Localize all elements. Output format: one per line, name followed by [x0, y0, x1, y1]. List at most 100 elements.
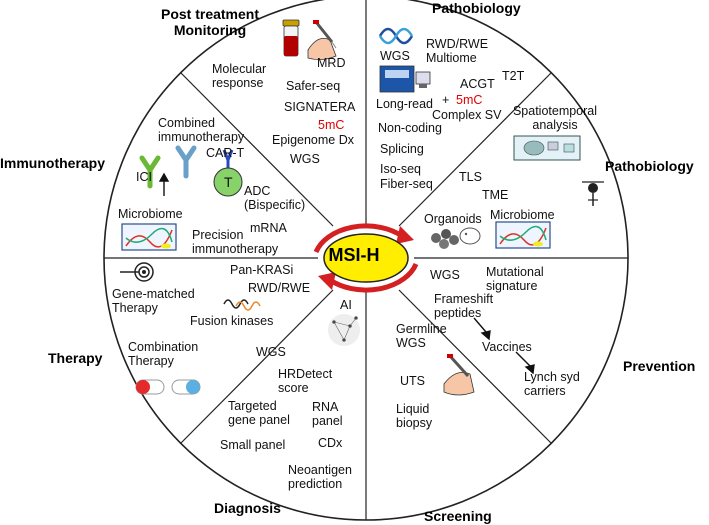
- label-5mc-pathobiology: 5mC: [456, 93, 483, 107]
- organoids-icon: [431, 227, 481, 249]
- label-line: Therapy: [128, 354, 174, 368]
- label-ai: AI: [340, 298, 352, 312]
- label-line: immunotherapy: [158, 130, 245, 144]
- label-line: Liquid: [396, 402, 430, 416]
- divider-diag-ne: [398, 72, 552, 227]
- blood-tube-icon: [282, 19, 300, 57]
- arm-syringe-icon-top: [307, 20, 337, 60]
- label-liquid-biopsy: Liquid biopsy: [396, 402, 432, 430]
- label-organoids: Organoids: [424, 212, 482, 226]
- divider-diag-sw: [180, 289, 334, 444]
- arm-syringe-icon-bottom: [443, 354, 475, 396]
- ici-arrow: [158, 172, 170, 196]
- label-line: Gene-matched: [112, 287, 195, 301]
- hub-arrows: [313, 223, 419, 293]
- hub: MSI-H: [304, 222, 404, 290]
- tissue-slide-icon: [513, 135, 581, 161]
- label-cdx: CDx: [318, 436, 343, 450]
- frameshift-arrow: [473, 317, 491, 341]
- label-adc: ADC (Bispecific): [244, 184, 305, 212]
- label-line: Targeted: [228, 399, 277, 413]
- label-line: RWD/RWE: [426, 37, 489, 51]
- immune-cell-icon: [582, 181, 604, 206]
- label-safer-seq: Safer-seq: [286, 79, 341, 93]
- section-title-post-treatment: Post treatment Monitoring: [140, 6, 280, 38]
- label-rwd-multiome: RWD/RWE Multiome: [426, 37, 488, 65]
- label-fusion-kinases: Fusion kinases: [190, 314, 274, 328]
- section-title-line: Post treatment: [160, 6, 260, 22]
- section-title-line: Monitoring: [173, 22, 247, 38]
- label-line: signature: [486, 279, 538, 293]
- label-hrdetect: HRDetect score: [278, 367, 332, 395]
- label-line: gene panel: [228, 413, 290, 427]
- label-gene-matched: Gene-matched Therapy: [112, 287, 195, 315]
- vaccine-arrow: [515, 351, 535, 375]
- label-precision-immunotherapy: Precision immunotherapy: [192, 228, 278, 256]
- capsule-icon: [135, 379, 201, 395]
- label-rwd-rwe-therapy: RWD/RWE: [248, 281, 311, 295]
- target-icon: [120, 262, 154, 282]
- sequencer-icon: [379, 65, 431, 93]
- label-car-t: CAR-T: [206, 146, 245, 160]
- label-wgs-pathobiology: WGS: [380, 49, 410, 63]
- label-spatiotemporal: Spatiotemporal analysis: [505, 104, 605, 132]
- label-line: Mutational: [486, 265, 544, 279]
- label-line: Molecular: [212, 62, 267, 76]
- label-line: biopsy: [396, 416, 433, 430]
- label-pan-kras: Pan-KRASi: [230, 263, 294, 277]
- label-combination-therapy: Combination Therapy: [128, 340, 198, 368]
- car-t-cell-icon: [213, 149, 243, 197]
- divider-diag-se: [398, 289, 552, 444]
- label-line: peptides: [434, 306, 482, 320]
- label-long-read: Long-read: [376, 97, 433, 111]
- divider-diag-nw: [180, 72, 334, 227]
- hub-label: MSI-H: [328, 245, 380, 265]
- section-title-screening: Screening: [424, 508, 492, 524]
- label-microbiome-right: Microbiome: [490, 208, 555, 222]
- label-signatera: SIGNATERA: [284, 100, 356, 114]
- label-line: prediction: [288, 477, 343, 491]
- label-epigenome-dx: Epigenome Dx: [272, 133, 354, 147]
- microbiome-icon-right: [495, 221, 551, 249]
- label-line: analysis: [532, 118, 578, 132]
- label-iso-seq: Iso-seq: [380, 162, 421, 176]
- label-t-cell: T: [224, 174, 233, 190]
- label-uts: UTS: [400, 374, 425, 388]
- dna-helix-icon: [378, 27, 414, 45]
- label-lynch-carriers: Lynch syd carriers: [524, 370, 580, 398]
- section-title-diagnosis: Diagnosis: [214, 500, 281, 516]
- label-rna-panel: RNA panel: [312, 400, 343, 428]
- label-5mc-monitoring: 5mC: [318, 118, 345, 132]
- label-mrna: mRNA: [250, 221, 287, 235]
- label-germline-wgs: Germline WGS: [396, 322, 447, 350]
- label-t2t: T2T: [502, 69, 525, 83]
- label-line: immunotherapy: [192, 242, 279, 256]
- ai-brain-icon: [328, 314, 360, 346]
- label-acgt: ACGT: [460, 77, 495, 91]
- label-complex-sv: Complex SV: [432, 108, 502, 122]
- label-wgs-diagnosis: WGS: [256, 345, 286, 359]
- label-wgs-monitoring: WGS: [290, 152, 320, 166]
- label-line: ADC: [244, 184, 271, 198]
- antibody-icon: [139, 145, 197, 189]
- label-wgs-prevention: WGS: [430, 268, 460, 282]
- label-splicing: Splicing: [380, 142, 424, 156]
- label-fiber-seq: Fiber-seq: [380, 177, 433, 191]
- label-mrd: MRD: [317, 56, 346, 70]
- label-vaccines: Vaccines: [482, 340, 532, 354]
- label-tme: TME: [482, 188, 509, 202]
- label-line: Therapy: [112, 301, 158, 315]
- label-tls: TLS: [459, 170, 482, 184]
- label-small-panel: Small panel: [220, 438, 286, 452]
- label-line: Neoantigen: [288, 463, 352, 477]
- label-line: (Bispecific): [244, 198, 306, 212]
- label-line: Combination: [128, 340, 199, 354]
- label-non-coding: Non-coding: [378, 121, 442, 135]
- label-molecular-response: Molecular response: [212, 62, 266, 90]
- label-line: WGS: [396, 336, 426, 350]
- label-mutational-signature: Mutational signature: [486, 265, 544, 293]
- label-line: HRDetect: [278, 367, 333, 381]
- label-line: Combined: [158, 116, 215, 130]
